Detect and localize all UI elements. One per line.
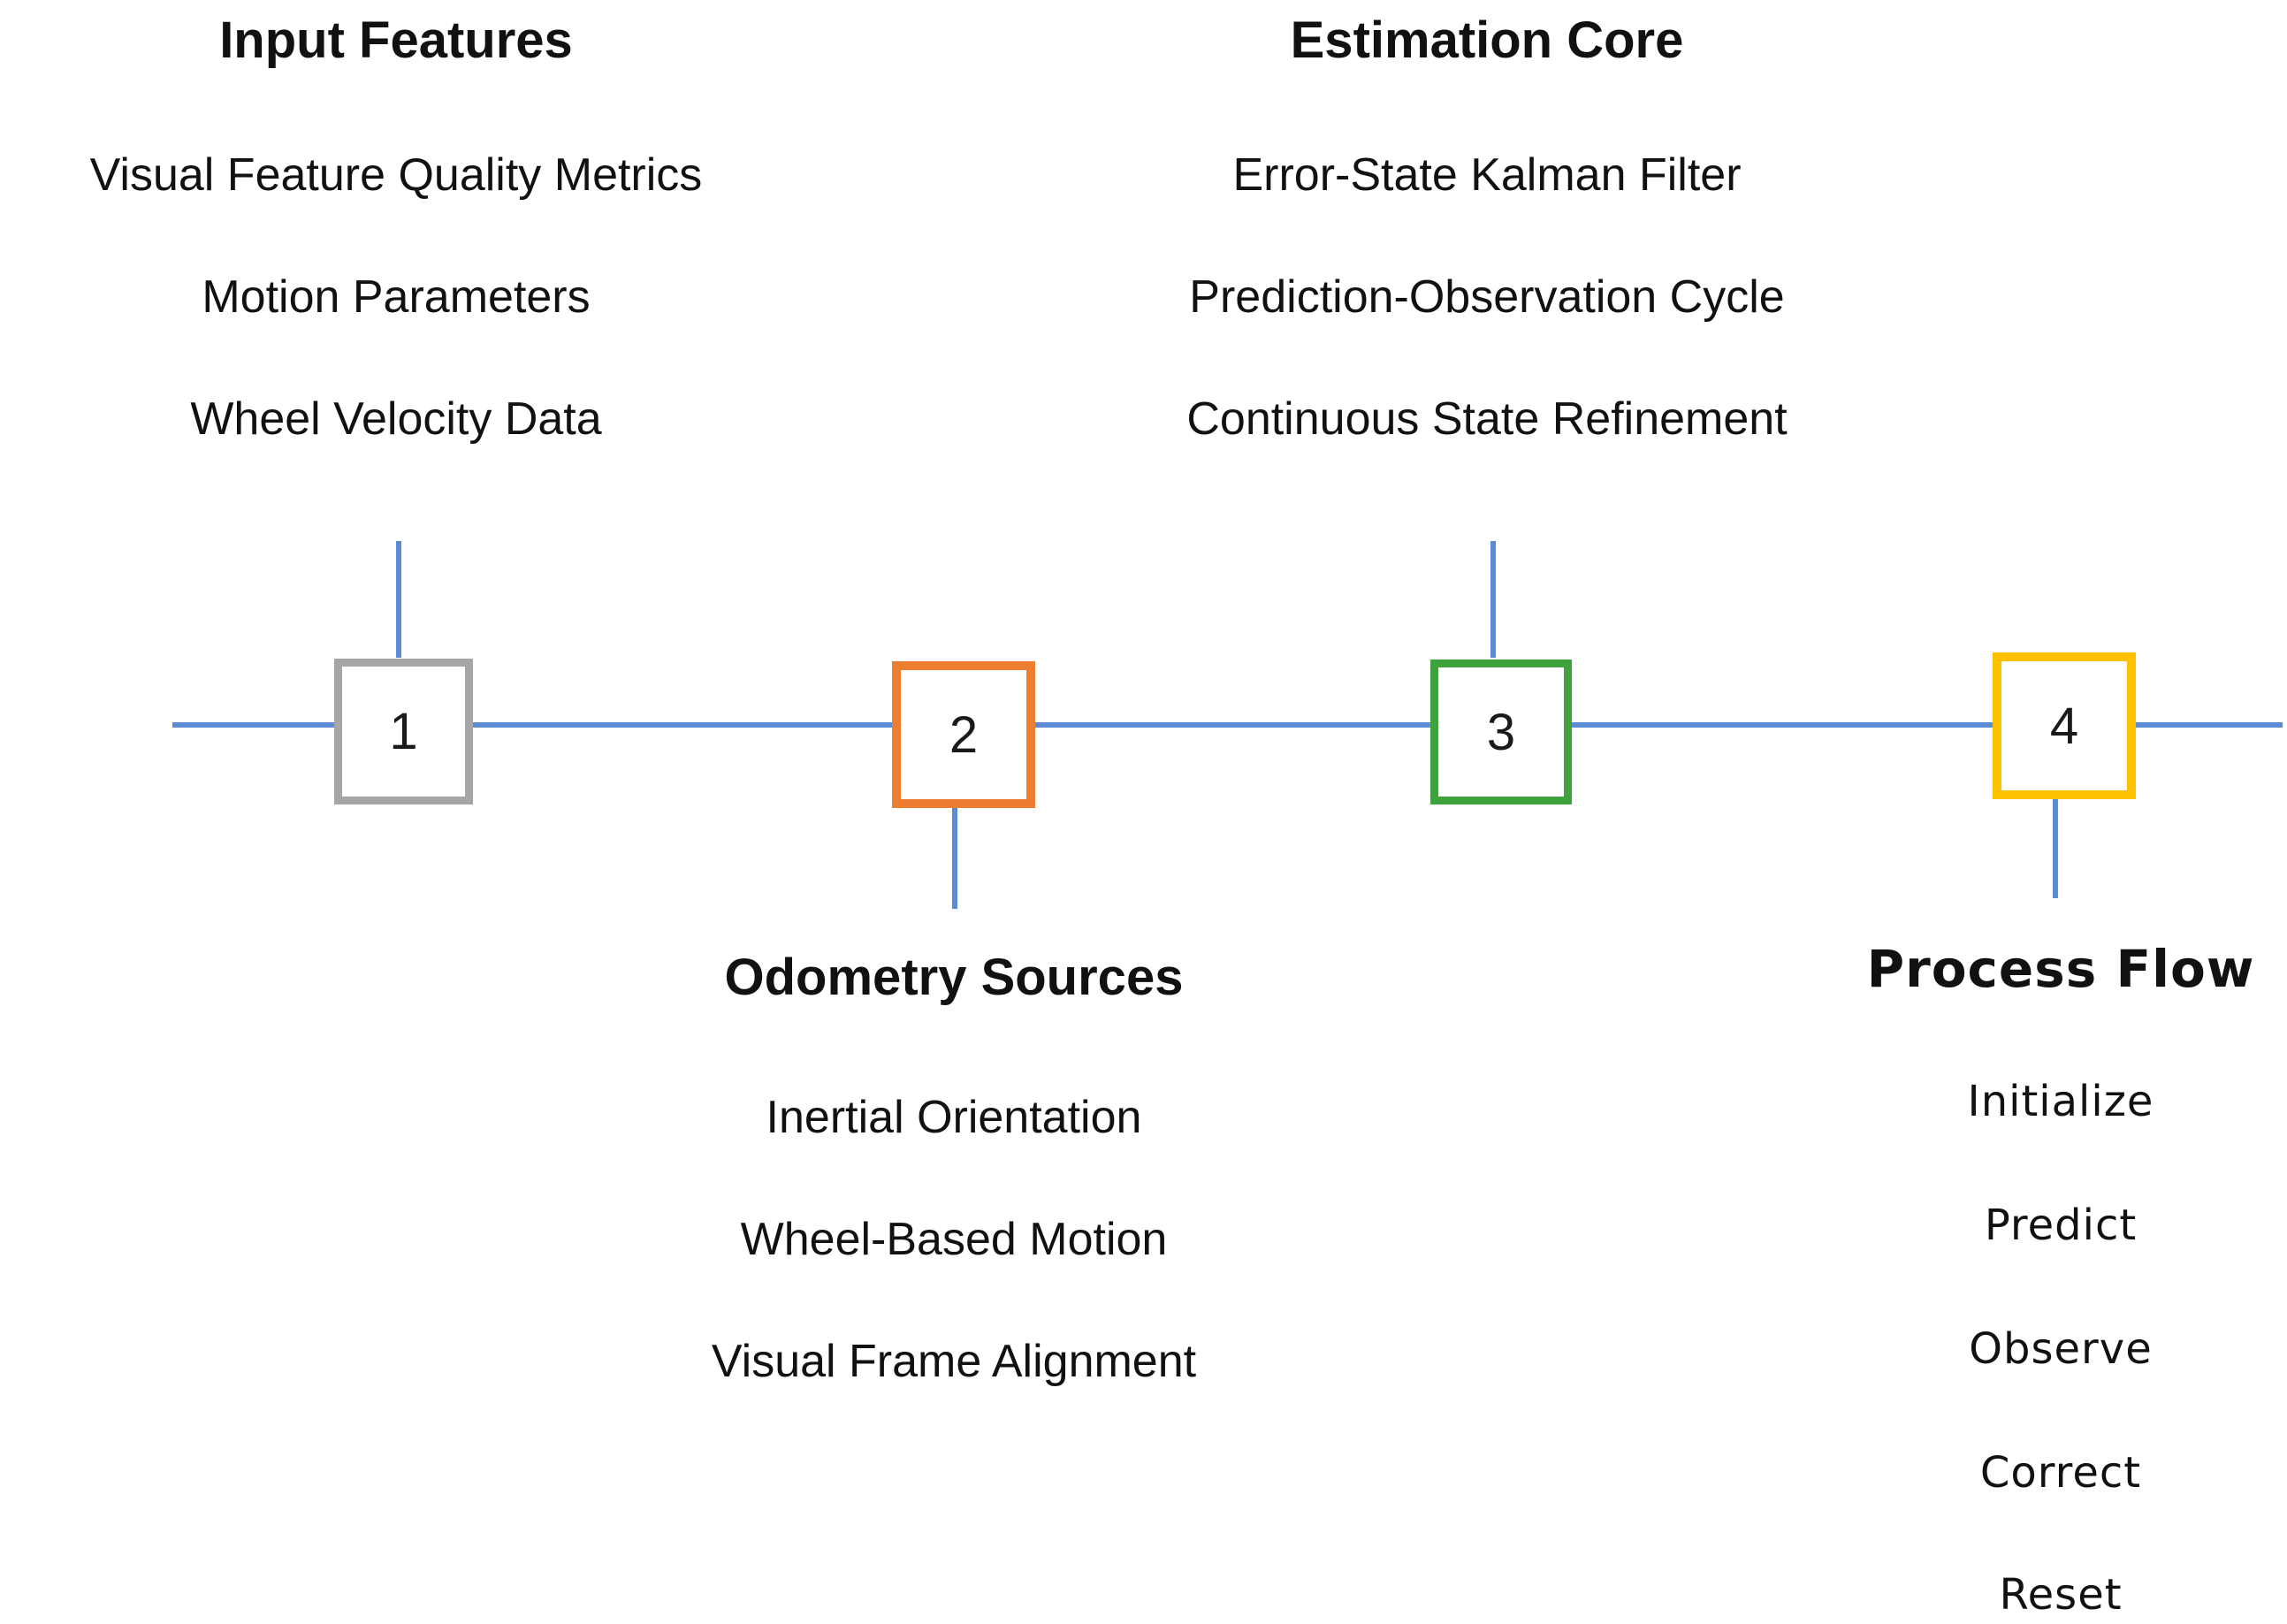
connector-line-step3 bbox=[1490, 541, 1496, 658]
group-process-flow-title: Process Flow bbox=[1866, 939, 2255, 999]
group-input-features: Input Features Visual Feature Quality Me… bbox=[16, 0, 776, 477]
group-odometry-sources-title: Odometry Sources bbox=[724, 949, 1184, 1006]
group-process-flow-item-2: Predict bbox=[1984, 1201, 2138, 1250]
group-estimation-core-item-1: Error-State Kalman Filter bbox=[1232, 149, 1742, 201]
step-box-1: 1 bbox=[334, 659, 473, 804]
group-process-flow-item-3: Observe bbox=[1969, 1324, 2153, 1374]
step-number-1: 1 bbox=[389, 703, 418, 760]
step-box-3: 3 bbox=[1430, 660, 1572, 804]
group-odometry-sources-item-1: Inertial Orientation bbox=[766, 1092, 1142, 1143]
group-odometry-sources-item-3: Visual Frame Alignment bbox=[711, 1336, 1197, 1387]
group-process-flow: Process Flow Initialize Predict Observe … bbox=[1857, 939, 2264, 1624]
group-estimation-core-item-2: Prediction-Observation Cycle bbox=[1189, 271, 1785, 323]
group-odometry-sources: Odometry Sources Inertial Orientation Wh… bbox=[574, 948, 1334, 1425]
group-input-features-title: Input Features bbox=[219, 11, 573, 69]
timeline-axis-line bbox=[172, 722, 2283, 728]
connector-line-step1 bbox=[396, 541, 401, 658]
connector-line-step4 bbox=[2053, 788, 2058, 898]
connector-line-step2 bbox=[952, 798, 957, 909]
group-process-flow-item-4: Correct bbox=[1979, 1448, 2142, 1498]
step-box-2: 2 bbox=[892, 661, 1035, 808]
group-odometry-sources-item-2: Wheel-Based Motion bbox=[740, 1214, 1168, 1265]
group-estimation-core: Estimation Core Error-State Kalman Filte… bbox=[1107, 0, 1867, 477]
group-estimation-core-item-3: Continuous State Refinement bbox=[1186, 393, 1788, 445]
group-input-features-item-3: Wheel Velocity Data bbox=[190, 393, 602, 445]
group-process-flow-item-5: Reset bbox=[1999, 1570, 2123, 1620]
group-process-flow-item-1: Initialize bbox=[1967, 1077, 2154, 1126]
step-box-4: 4 bbox=[1993, 652, 2136, 799]
group-estimation-core-title: Estimation Core bbox=[1290, 11, 1684, 69]
step-number-2: 2 bbox=[949, 705, 979, 764]
group-input-features-item-1: Visual Feature Quality Metrics bbox=[89, 149, 703, 201]
group-input-features-item-2: Motion Parameters bbox=[202, 271, 591, 323]
step-number-3: 3 bbox=[1486, 703, 1516, 761]
step-number-4: 4 bbox=[2049, 697, 2079, 755]
